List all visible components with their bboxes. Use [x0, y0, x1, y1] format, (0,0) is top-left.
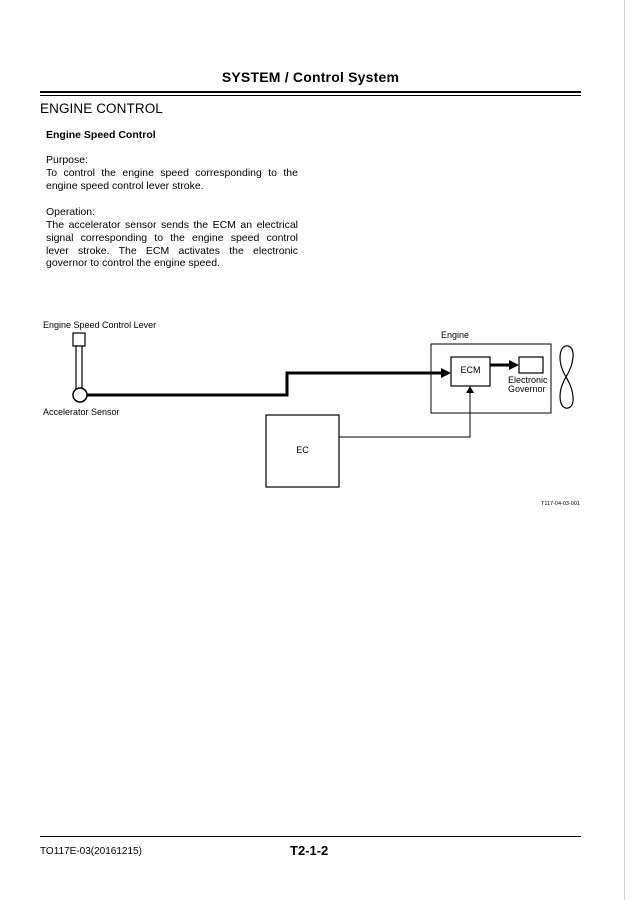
fan-blade-lower — [559, 375, 574, 409]
electronic-governor-box — [518, 356, 544, 374]
governor-label-line2: Governor — [508, 384, 546, 394]
operation-label: Operation: — [46, 206, 96, 218]
footer-rule — [40, 836, 581, 837]
lever-rod — [75, 345, 83, 390]
engine-box — [430, 343, 552, 414]
operation-text: The accelerator sensor sends the ECM an … — [46, 219, 298, 270]
page-header-title: SYSTEM / Control System — [221, 69, 400, 85]
ec-to-ecm-line — [339, 392, 471, 438]
header-rule-thick — [40, 91, 581, 93]
ecm-label: ECM — [461, 365, 481, 375]
purpose-text: To control the engine speed correspondin… — [46, 167, 298, 192]
footer-doc-code: TO117E-03(20161215) — [40, 846, 142, 857]
fan-blade-upper — [559, 345, 574, 379]
sensor-signal-line — [87, 371, 447, 397]
purpose-label: Purpose: — [46, 154, 89, 166]
lever-label: Engine Speed Control Lever — [43, 320, 156, 330]
governor-label-line1: Electronic — [508, 375, 548, 385]
ec-box — [265, 414, 340, 488]
ecm-box — [450, 356, 491, 387]
sensor-label: Accelerator Sensor — [43, 407, 120, 417]
footer-page-number: T2-1-2 — [290, 843, 329, 858]
page-edge-line — [624, 0, 625, 900]
section-title: ENGINE CONTROL — [40, 101, 163, 116]
sensor-signal-arrowhead — [441, 368, 451, 378]
figure-id: T117-04-03-001 — [541, 501, 580, 507]
header-rule-thin — [40, 95, 581, 96]
ec-to-ecm-arrowhead — [466, 386, 474, 393]
lever-knob — [72, 332, 86, 347]
ecm-to-governor-arrowhead — [509, 360, 519, 370]
accelerator-sensor-symbol — [72, 387, 88, 403]
subsection-title: Engine Speed Control — [46, 129, 156, 141]
ec-label: EC — [296, 445, 309, 455]
engine-label: Engine — [441, 330, 469, 340]
